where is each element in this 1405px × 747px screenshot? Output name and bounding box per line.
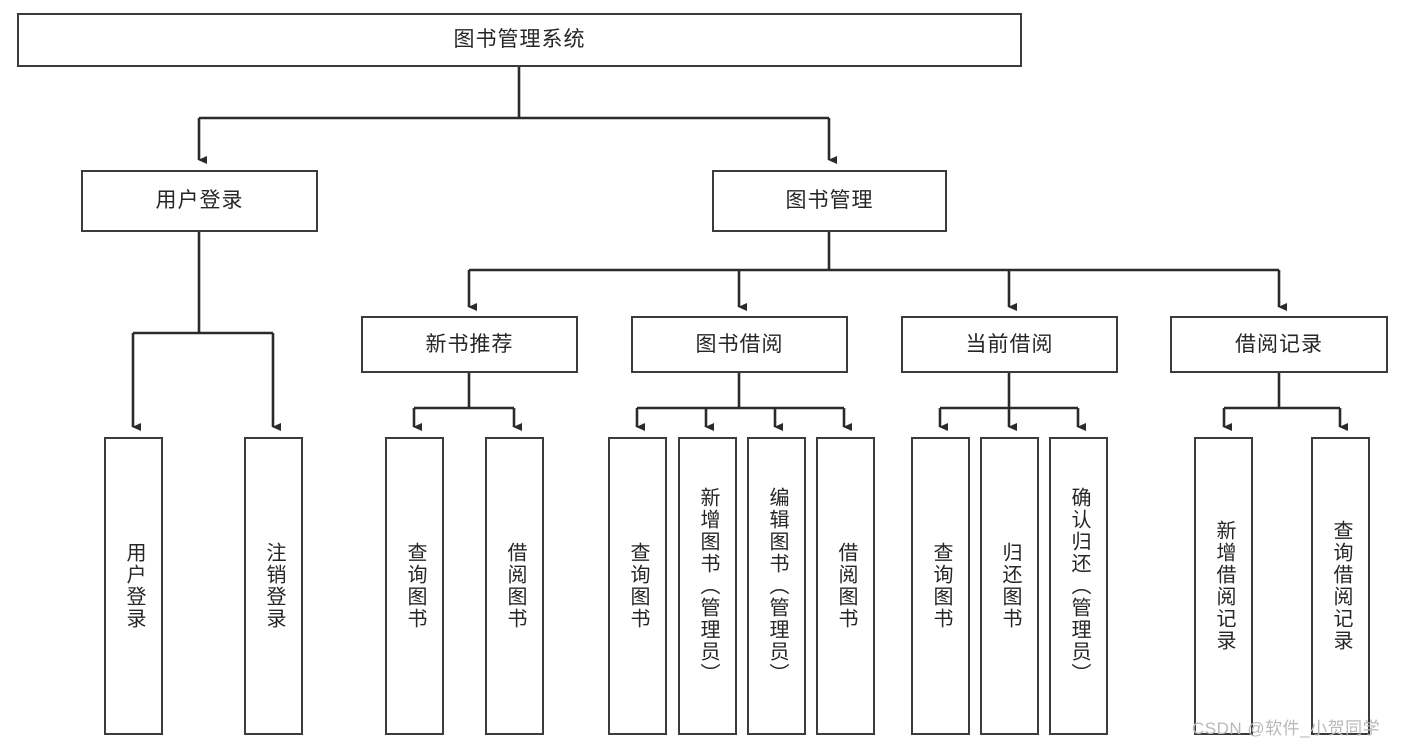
leaf-confirm-return-admin[interactable]: 确认归还（管理员）	[1049, 437, 1108, 735]
leaf-add-book-admin[interactable]: 新增图书（管理员）	[678, 437, 737, 735]
leaf-query-books-borrow[interactable]: 查询图书	[608, 437, 667, 735]
node-borrow-records[interactable]: 借阅记录	[1170, 316, 1388, 373]
node-root-library-system[interactable]: 图书管理系统	[17, 13, 1022, 67]
leaf-user-login[interactable]: 用户登录	[104, 437, 163, 735]
node-book-management[interactable]: 图书管理	[712, 170, 947, 232]
leaf-borrow-book[interactable]: 借阅图书	[816, 437, 875, 735]
node-book-borrow[interactable]: 图书借阅	[631, 316, 848, 373]
csdn-watermark: CSDN @软件_小贺同学	[1192, 719, 1381, 738]
node-new-book-recommend[interactable]: 新书推荐	[361, 316, 578, 373]
leaf-logout[interactable]: 注销登录	[244, 437, 303, 735]
node-user-login[interactable]: 用户登录	[81, 170, 318, 232]
leaf-query-books-current[interactable]: 查询图书	[911, 437, 970, 735]
leaf-query-books-new[interactable]: 查询图书	[385, 437, 444, 735]
leaf-borrow-books-new[interactable]: 借阅图书	[485, 437, 544, 735]
leaf-add-borrow-record[interactable]: 新增借阅记录	[1194, 437, 1253, 735]
node-current-borrow[interactable]: 当前借阅	[901, 316, 1118, 373]
leaf-return-book[interactable]: 归还图书	[980, 437, 1039, 735]
leaf-query-borrow-record[interactable]: 查询借阅记录	[1311, 437, 1370, 735]
leaf-edit-book-admin[interactable]: 编辑图书（管理员）	[747, 437, 806, 735]
